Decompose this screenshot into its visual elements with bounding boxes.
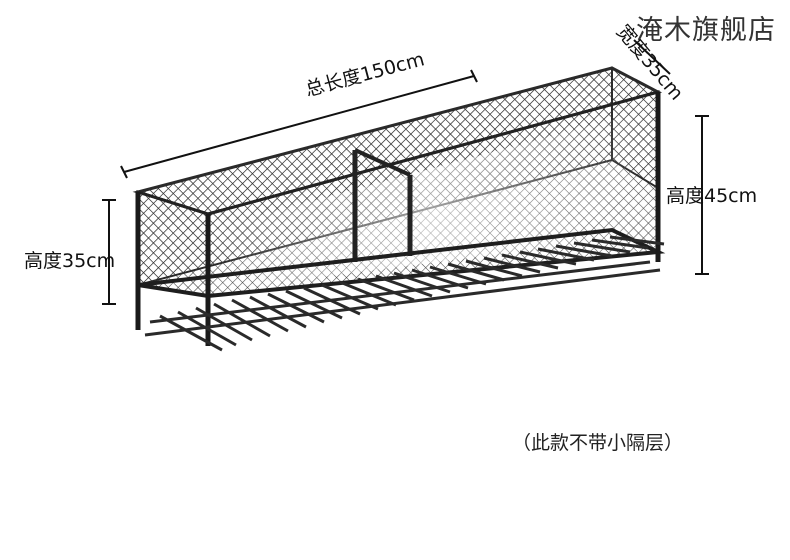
store-watermark: 淹木旗舰店 xyxy=(636,15,776,46)
height-left-label: 高度35cm xyxy=(24,250,116,272)
height-right-label: 高度45cm xyxy=(666,185,758,207)
dimension-line-height-right xyxy=(695,115,709,275)
dimension-line-height-left xyxy=(102,199,116,305)
dimension-line-total xyxy=(120,69,478,179)
dimension-line-width xyxy=(633,39,671,75)
product-note: （此款不带小隔层） xyxy=(512,432,684,454)
wine-rack xyxy=(132,66,666,352)
